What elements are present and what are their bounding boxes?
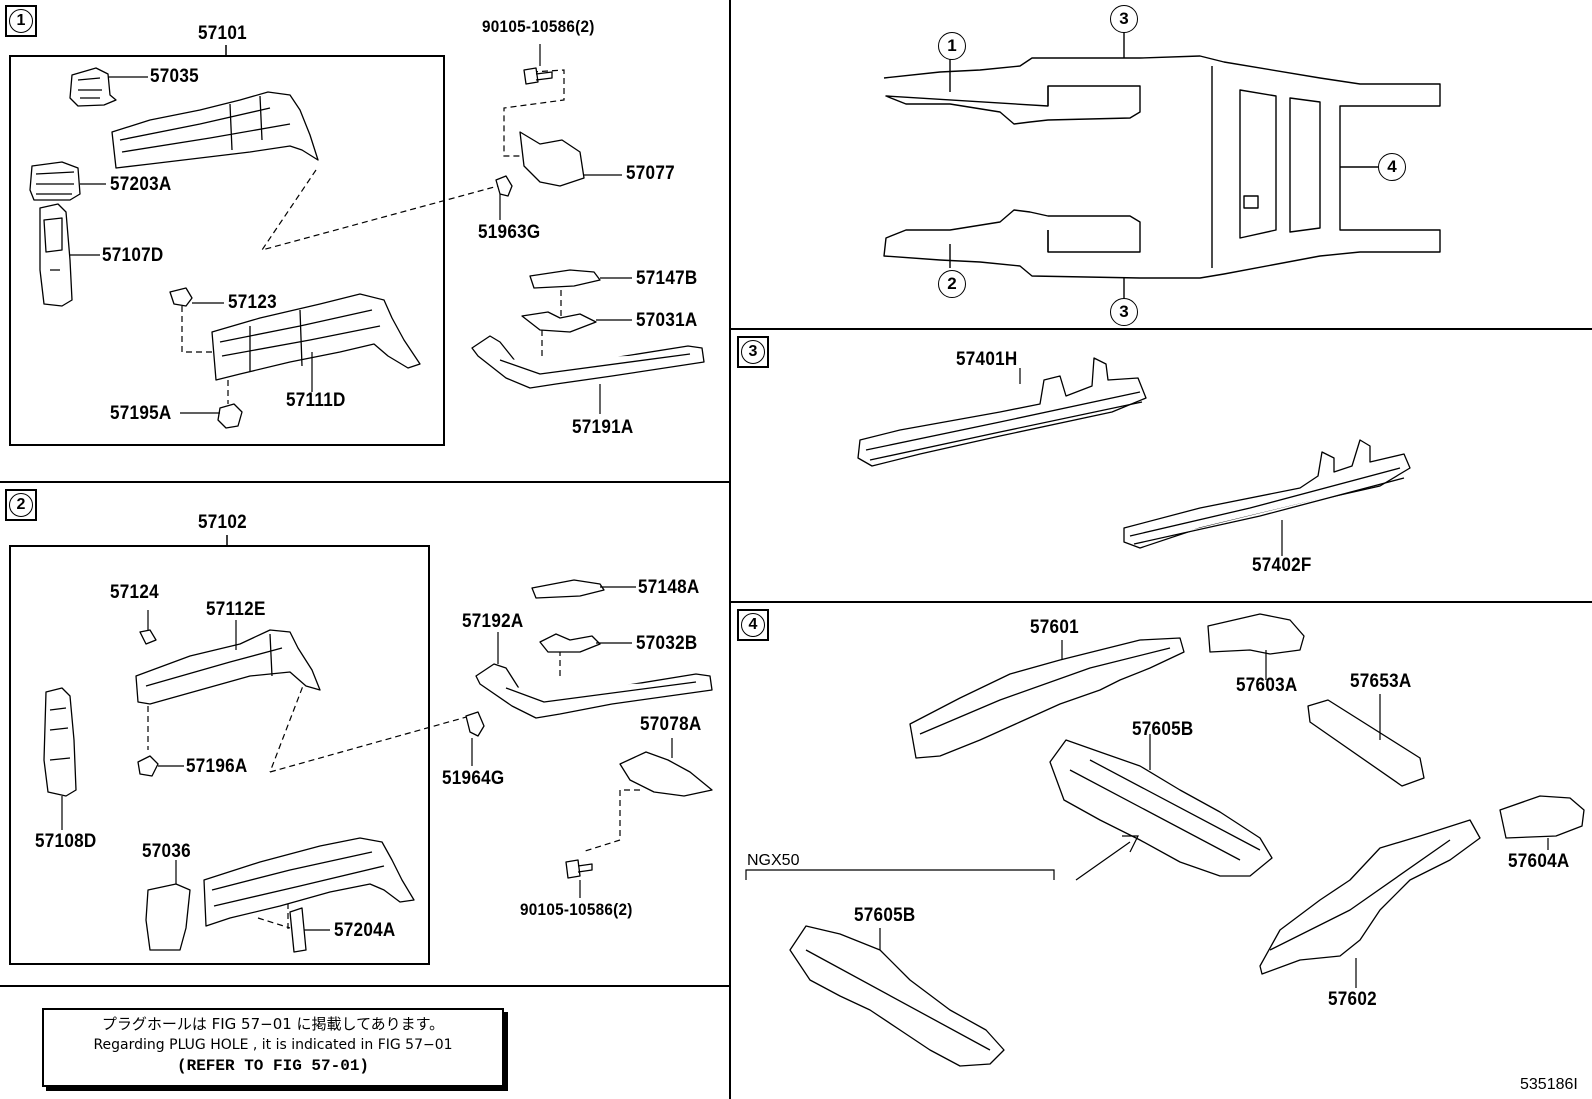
part-label-57196A[interactable]: 57196A	[186, 756, 248, 777]
part-label-57604A[interactable]: 57604A	[1508, 851, 1570, 872]
part-51964G-shape	[465, 711, 485, 737]
part-57605B-ngx50-shape	[789, 925, 1005, 1067]
part-label-57603A[interactable]: 57603A	[1236, 675, 1298, 696]
part-57148A-shape	[531, 579, 605, 599]
group-box-57101	[9, 55, 445, 446]
part-57602-shape	[1259, 819, 1481, 975]
part-label-57653A[interactable]: 57653A	[1350, 671, 1412, 692]
part-57203A-shape	[29, 161, 81, 201]
part-label-57191A[interactable]: 57191A	[572, 417, 634, 438]
part-label-57401H[interactable]: 57401H	[956, 349, 1018, 370]
part-label-57195A[interactable]: 57195A	[110, 403, 172, 424]
part-label-57101[interactable]: 57101	[198, 23, 247, 44]
part-57603A-shape	[1207, 613, 1305, 655]
part-label-57605B[interactable]: 57605B	[1132, 719, 1194, 740]
part-57035-shape	[69, 67, 117, 107]
part-57123-shape	[169, 287, 193, 307]
part-57077-shape	[519, 131, 585, 187]
part-57204A-shape	[289, 907, 307, 953]
part-90105-bolt-bottom-shape	[565, 859, 593, 879]
part-label-57204A[interactable]: 57204A	[334, 920, 396, 941]
part-label-57124[interactable]: 57124	[110, 582, 159, 603]
note-english: Regarding PLUG HOLE , it is indicated in…	[93, 1037, 453, 1053]
part-label-57203A[interactable]: 57203A	[110, 174, 172, 195]
part-57653A-shape	[1307, 699, 1425, 787]
overview-callout-3-bottom: 3	[1110, 298, 1138, 326]
part-57036-shape	[145, 883, 191, 951]
arrow-shape	[1075, 835, 1139, 881]
illustration-code: 535186I	[1520, 1076, 1578, 1093]
part-label-57112E[interactable]: 57112E	[206, 599, 266, 620]
part-57605B-shape	[1049, 739, 1273, 877]
part-label-51963G[interactable]: 51963G	[478, 222, 541, 243]
part-57112E-shape	[135, 629, 321, 705]
part-label-57123[interactable]: 57123	[228, 292, 277, 313]
section-1-marker: 1	[5, 5, 37, 37]
part-57402F-shape	[1123, 439, 1411, 549]
part-51963G-shape	[495, 175, 513, 197]
part-57031A-shape	[521, 311, 597, 333]
part-label-57148A[interactable]: 57148A	[638, 577, 700, 598]
part-57147B-shape	[529, 269, 601, 289]
note-japanese: プラグホールは FIG 57−01 に掲載してあります。	[101, 1015, 445, 1033]
overview-callout-3-top: 3	[1110, 5, 1138, 33]
part-label-90105-10586-bottom[interactable]: 90105-10586(2)	[520, 900, 633, 919]
variant-label: NGX50	[747, 852, 800, 869]
part-label-57402F[interactable]: 57402F	[1252, 555, 1312, 576]
part-lower-rail-2-shape	[203, 837, 415, 927]
part-label-57035[interactable]: 57035	[150, 66, 199, 87]
part-57604A-shape	[1499, 795, 1585, 839]
part-label-90105-10586-top[interactable]: 90105-10586(2)	[482, 17, 595, 36]
part-label-57078A[interactable]: 57078A	[640, 714, 702, 735]
part-57078A-shape	[619, 751, 713, 797]
part-57601-shape	[909, 637, 1185, 759]
part-label-57605B-ngx50[interactable]: 57605B	[854, 905, 916, 926]
part-upper-rail-shape	[111, 91, 319, 169]
part-label-57108D[interactable]: 57108D	[35, 831, 97, 852]
part-label-57601[interactable]: 57601	[1030, 617, 1079, 638]
overview-body-shape	[883, 55, 1441, 279]
part-57108D-shape	[43, 687, 77, 797]
part-57196A-shape	[137, 755, 159, 777]
part-label-57031A[interactable]: 57031A	[636, 310, 698, 331]
part-57032B-shape	[539, 633, 601, 653]
part-label-57036[interactable]: 57036	[142, 841, 191, 862]
overview-callout-4: 4	[1378, 153, 1406, 181]
part-label-57147B[interactable]: 57147B	[636, 268, 698, 289]
part-label-57032B[interactable]: 57032B	[636, 633, 698, 654]
part-label-57077[interactable]: 57077	[626, 163, 675, 184]
part-57195A-shape	[217, 403, 243, 429]
part-57111D-shape	[211, 293, 421, 381]
part-label-57107D[interactable]: 57107D	[102, 245, 164, 266]
group-box-57102	[9, 545, 430, 965]
part-57401H-shape	[857, 357, 1147, 467]
part-label-57192A[interactable]: 57192A	[462, 611, 524, 632]
overview-callout-2: 2	[938, 270, 966, 298]
part-57124-shape	[139, 629, 157, 645]
section-3-marker: 3	[737, 336, 769, 368]
part-label-57102[interactable]: 57102	[198, 512, 247, 533]
part-label-51964G[interactable]: 51964G	[442, 768, 505, 789]
overview-callout-1: 1	[938, 32, 966, 60]
part-label-57111D[interactable]: 57111D	[286, 390, 346, 411]
note-reference-link[interactable]: (REFER TO FIG 57-01)	[176, 1057, 370, 1075]
part-label-57602[interactable]: 57602	[1328, 989, 1377, 1010]
section-2-marker: 2	[5, 489, 37, 521]
note-box: プラグホールは FIG 57−01 に掲載してあります。 Regarding P…	[42, 1008, 504, 1087]
part-90105-bolt-top-shape	[523, 67, 553, 85]
section-4-marker: 4	[737, 609, 769, 641]
